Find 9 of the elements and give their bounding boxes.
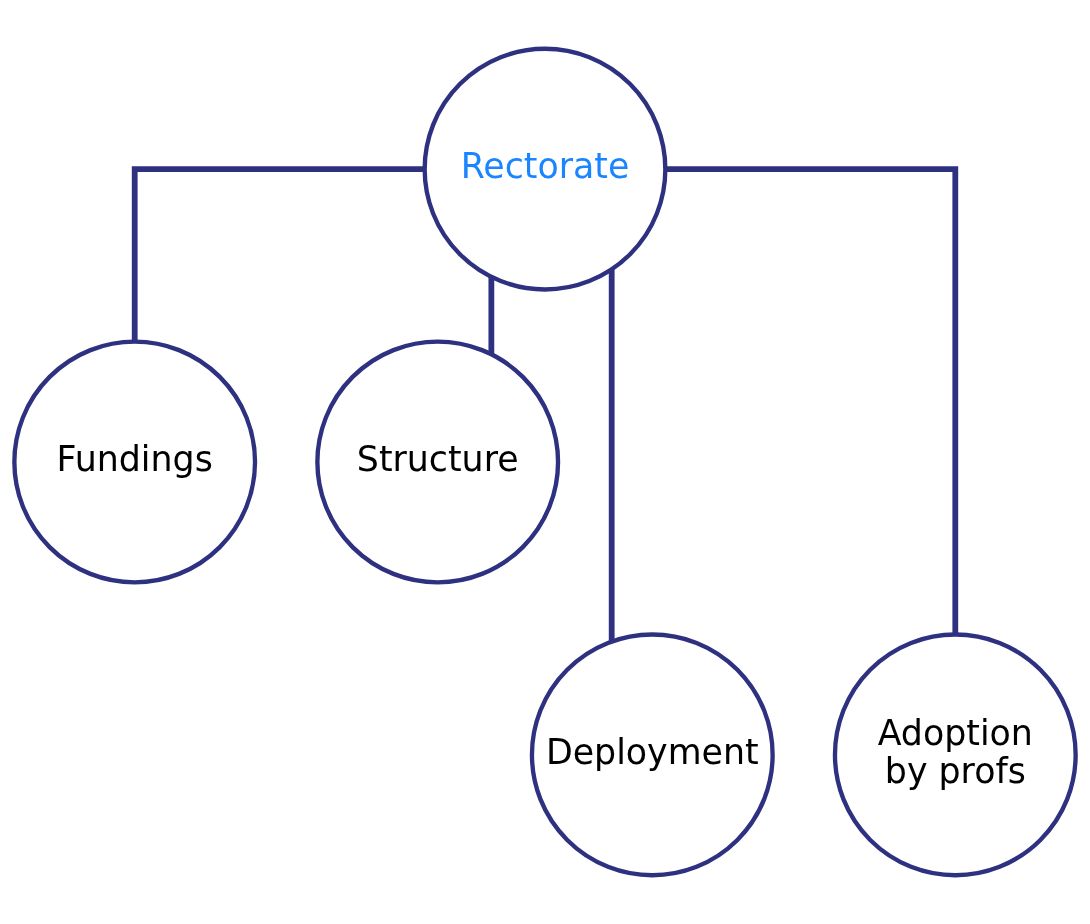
connector bbox=[608, 269, 615, 642]
node-circle: Structure bbox=[315, 339, 561, 585]
connector bbox=[131, 166, 425, 342]
node-circle: Fundings bbox=[12, 339, 258, 585]
connector bbox=[665, 166, 959, 635]
node-circle: Rectorate bbox=[422, 46, 668, 292]
node-circle: Deployment bbox=[529, 632, 775, 878]
node-circle: Adoption by profs bbox=[832, 632, 1078, 878]
connector bbox=[488, 276, 495, 354]
